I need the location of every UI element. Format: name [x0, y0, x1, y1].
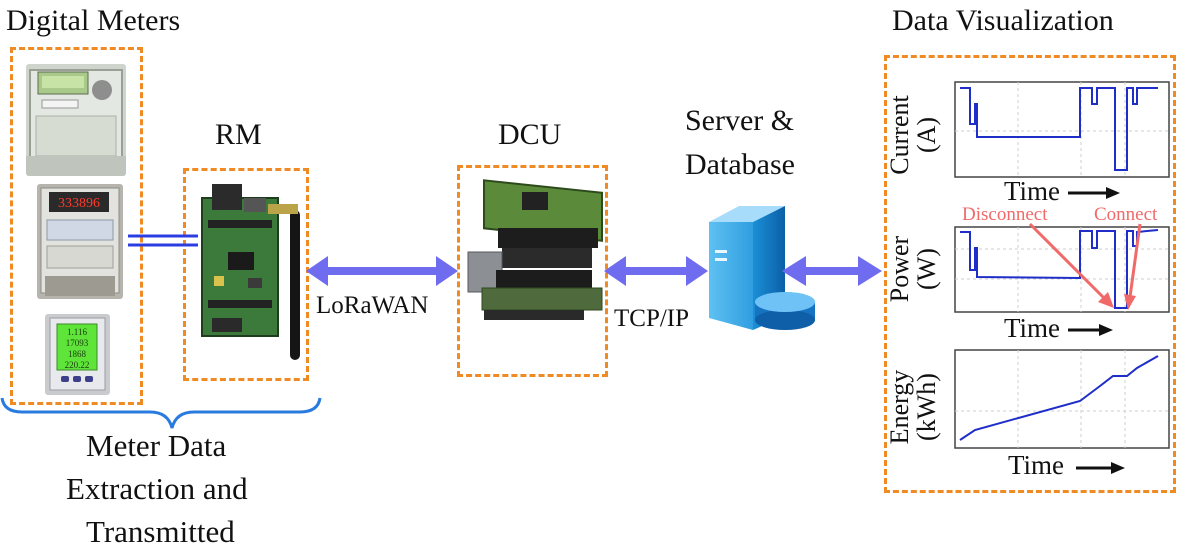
energy-ylabel-line1: Energy [885, 369, 914, 445]
meter3-line-3: 1868 [68, 349, 87, 359]
power-ylabel-line1: Power [885, 235, 914, 303]
energy-plot-frame [954, 349, 1170, 449]
meter2-digits: 333896 [58, 196, 100, 211]
digital-meters-title: Digital Meters [6, 4, 181, 37]
energy-ylabel-line2: (kWh) [912, 373, 942, 441]
power-series-line [960, 229, 1159, 309]
meter3-line-1: 1.116 [67, 327, 87, 337]
rm-title: RM [215, 118, 262, 151]
meters-box [10, 47, 143, 405]
data-visualization-title: Data Visualization [892, 4, 1114, 37]
caption-line-1: Meter Data [86, 428, 227, 463]
meter-photo-1 [26, 64, 126, 176]
rm-board-image [198, 180, 308, 360]
dcu-board-image [462, 172, 607, 337]
current-ylabel-line2: (A) [912, 116, 942, 154]
power-xlabel: Time [1004, 313, 1061, 343]
energy-plot [954, 349, 1170, 449]
power-ylabel-line2: (W) [912, 248, 942, 290]
server-title-line2: Database [685, 148, 795, 181]
energy-series-line [959, 355, 1159, 441]
lorawan-arrow [306, 256, 458, 286]
caption-line-3: Transmitted [86, 514, 235, 549]
caption-line-2: Extraction and [66, 471, 248, 506]
rm-box [183, 168, 309, 381]
current-xlabel: Time [1004, 176, 1061, 206]
tcpip-arrow [604, 256, 708, 286]
time-arrows [1068, 187, 1125, 474]
server-visualization-arrow [782, 256, 882, 286]
power-ylabel: Power (W) [885, 219, 944, 319]
grouping-brace [0, 397, 322, 429]
meter-photo-2: 333896 [37, 184, 123, 299]
visualization-box [884, 55, 1176, 493]
energy-ylabel: Energy (kWh) [885, 347, 944, 467]
current-plot [954, 81, 1170, 178]
disconnect-annotation: Disconnect [962, 204, 1048, 225]
server-database-icon [705, 198, 825, 338]
current-ylabel: Current (A) [885, 85, 944, 185]
current-series-line [960, 87, 1158, 171]
connect-annotation: Connect [1094, 204, 1158, 225]
meter3-line-2: 17093 [66, 338, 89, 348]
meter3-line-4: 220.22 [65, 360, 90, 370]
energy-xlabel: Time [1008, 450, 1065, 480]
dcu-title: DCU [498, 118, 562, 151]
server-title-line1: Server & [685, 104, 795, 137]
annotation-arrows [1028, 222, 1142, 310]
lorawan-label: LoRaWAN [316, 292, 429, 319]
tcpip-label: TCP/IP [614, 305, 690, 332]
meter-photo-3: 1.116 17093 1868 220.22 [45, 314, 110, 395]
current-ylabel-line1: Current [885, 95, 914, 175]
